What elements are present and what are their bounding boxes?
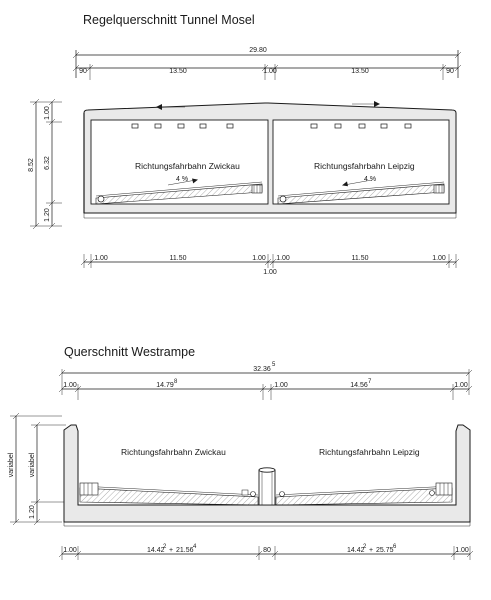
tunnel-top-height: 1.00 [44,106,51,120]
tunnel-structure [83,101,457,219]
ramp-bottom-center: 80 [263,547,271,554]
ramp-right-edge-dim: 1.00 [454,382,468,389]
ramp-bottom-dimensions: 1.00 14.42 2 + 21.56 4 80 14.42 2 + 25.7… [58,544,474,560]
ramp-lane1-dim: 14.79 [156,382,174,389]
ramp-section-title: Querschnitt Westrampe [64,345,195,359]
tunnel-top-dimensions: 29.80 90 13.50 1.00 13.50 90 [72,47,462,80]
ramp-structure [63,424,471,527]
tunnel-total-height: 8.52 [28,158,35,172]
tunnel-section-title: Regelquerschnitt Tunnel Mosel [83,13,255,27]
ramp-left-edge-dim: 1.00 [63,382,77,389]
ramp-lane2-sup: 7 [368,379,372,385]
tunnel-bottom-span1: 11.50 [170,255,187,262]
ramp-lane2-dim: 14.56 [350,382,368,389]
ramp-label-leipzig: Richtungsfahrbahn Leipzig [319,447,420,457]
tunnel-bottom-height: 1.20 [44,208,51,222]
ramp-bottom-span1-b-sup: 4 [193,544,197,550]
tunnel-bottom-w3: 1.00 [276,255,290,262]
tunnel-right-edge-dim: 90 [446,68,454,75]
tunnel-bottom-span2: 11.50 [352,255,369,262]
tunnel-bore2-dim: 13.50 [351,68,369,75]
ramp-bottom-plus1: + [169,547,173,554]
tunnel-bottom-w1: 1.00 [94,255,108,262]
tunnel-bottom-dimensions: 1.00 11.50 1.00 1.00 11.50 1.00 1.00 [80,254,460,276]
tunnel-slope-right: 4 % [364,176,376,183]
ramp-bottom-right-edge: 1.00 [455,547,469,554]
ramp-bottom-height: 1.20 [29,505,36,519]
ramp-bottom-span1-a-sup: 2 [163,544,167,550]
ramp-outer-height: variabel [8,452,15,477]
ramp-bottom-span2-b: 25.75 [376,547,394,554]
tunnel-bottom-w2: 1.00 [252,255,266,262]
ramp-height-dimensions: variabel variabel 1.20 [8,412,66,526]
ramp-lane1-sup: 8 [174,379,178,385]
ramp-top-dimensions: 32.36 5 1.00 14.79 8 1.00 14.56 7 1.00 [58,362,473,400]
ramp-bottom-plus2: + [369,547,373,554]
tunnel-bore1-dim: 13.50 [169,68,187,75]
tunnel-slope-left: 4 % [176,176,188,183]
tunnel-mid-dim: 1.00 [263,68,277,75]
ramp-bottom-span2-a-sup: 2 [363,544,367,550]
tunnel-bottom-w4: 1.00 [432,255,446,262]
ramp-mid-dim: 1.00 [274,382,288,389]
tunnel-label-leipzig: Richtungsfahrbahn Leipzig [314,161,415,171]
ramp-label-zwickau: Richtungsfahrbahn Zwickau [121,447,226,457]
ramp-bottom-span2-b-sup: 6 [393,544,397,550]
ramp-bottom-span1-a: 14.42 [147,547,165,554]
tunnel-height-dimensions: 8.52 1.00 6.32 1.20 [28,98,62,230]
tunnel-total-width: 29.80 [249,47,267,54]
ramp-bottom-span1-b: 21.56 [176,547,194,554]
tunnel-left-edge-dim: 90 [79,68,87,75]
ramp-inner-height: variabel [29,452,36,477]
ramp-total-width-sup: 5 [272,362,276,368]
tunnel-bottom-center: 1.00 [263,269,277,276]
ramp-bottom-span2-a: 14.42 [347,547,365,554]
ramp-bottom-left-edge: 1.00 [63,547,77,554]
ramp-total-width: 32.36 [253,366,271,373]
tunnel-mid-height: 6.32 [44,156,51,170]
tunnel-label-zwickau: Richtungsfahrbahn Zwickau [135,161,240,171]
